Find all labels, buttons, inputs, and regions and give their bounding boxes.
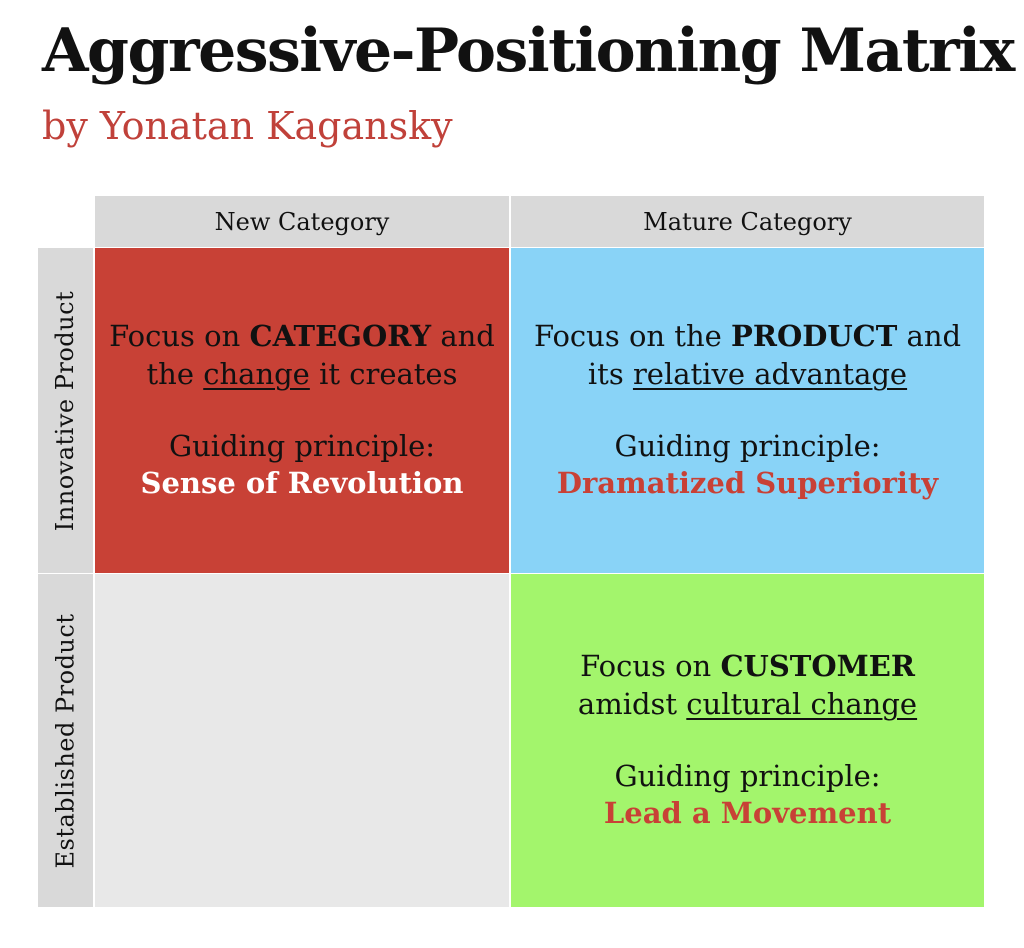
- focus-line-2: amidst cultural change: [577, 686, 918, 721]
- guiding-principle-label: Guiding principle:: [614, 428, 881, 463]
- column-header-new-category: New Category: [95, 196, 509, 247]
- page-title: Aggressive-Positioning Matrix: [42, 16, 1015, 86]
- guiding-principle-value: Lead a Movement: [603, 796, 892, 831]
- cell-mature-category-established-product: Focus on CUSTOMER amidst cultural change…: [511, 574, 984, 907]
- cell-new-category-innovative-product: Focus on CATEGORY and the change it crea…: [95, 248, 509, 573]
- row-header-innovative-product: Innovative Product: [38, 248, 93, 573]
- guiding-principle-value: Sense of Revolution: [140, 466, 464, 501]
- column-header-mature-category: Mature Category: [511, 196, 984, 247]
- focus-line-1: Focus on CATEGORY and: [109, 319, 495, 354]
- focus-line-1: Focus on the PRODUCT and: [533, 319, 962, 354]
- guiding-principle-label: Guiding principle:: [614, 758, 881, 793]
- row-header-label: Established Product: [51, 613, 80, 868]
- author-subtitle: by Yonatan Kagansky: [42, 104, 453, 148]
- row-header-established-product: Established Product: [38, 574, 93, 907]
- focus-line-2: the change it creates: [146, 356, 458, 391]
- row-header-label: Innovative Product: [51, 290, 80, 531]
- focus-line-1: Focus on CUSTOMER: [580, 649, 915, 684]
- cell-mature-category-innovative-product: Focus on the PRODUCT and its relative ad…: [511, 248, 984, 573]
- guiding-principle-label: Guiding principle:: [168, 428, 436, 463]
- guiding-principle-value: Dramatized Superiority: [556, 466, 939, 501]
- cell-new-category-established-product: [95, 574, 509, 907]
- focus-line-2: its relative advantage: [587, 356, 908, 391]
